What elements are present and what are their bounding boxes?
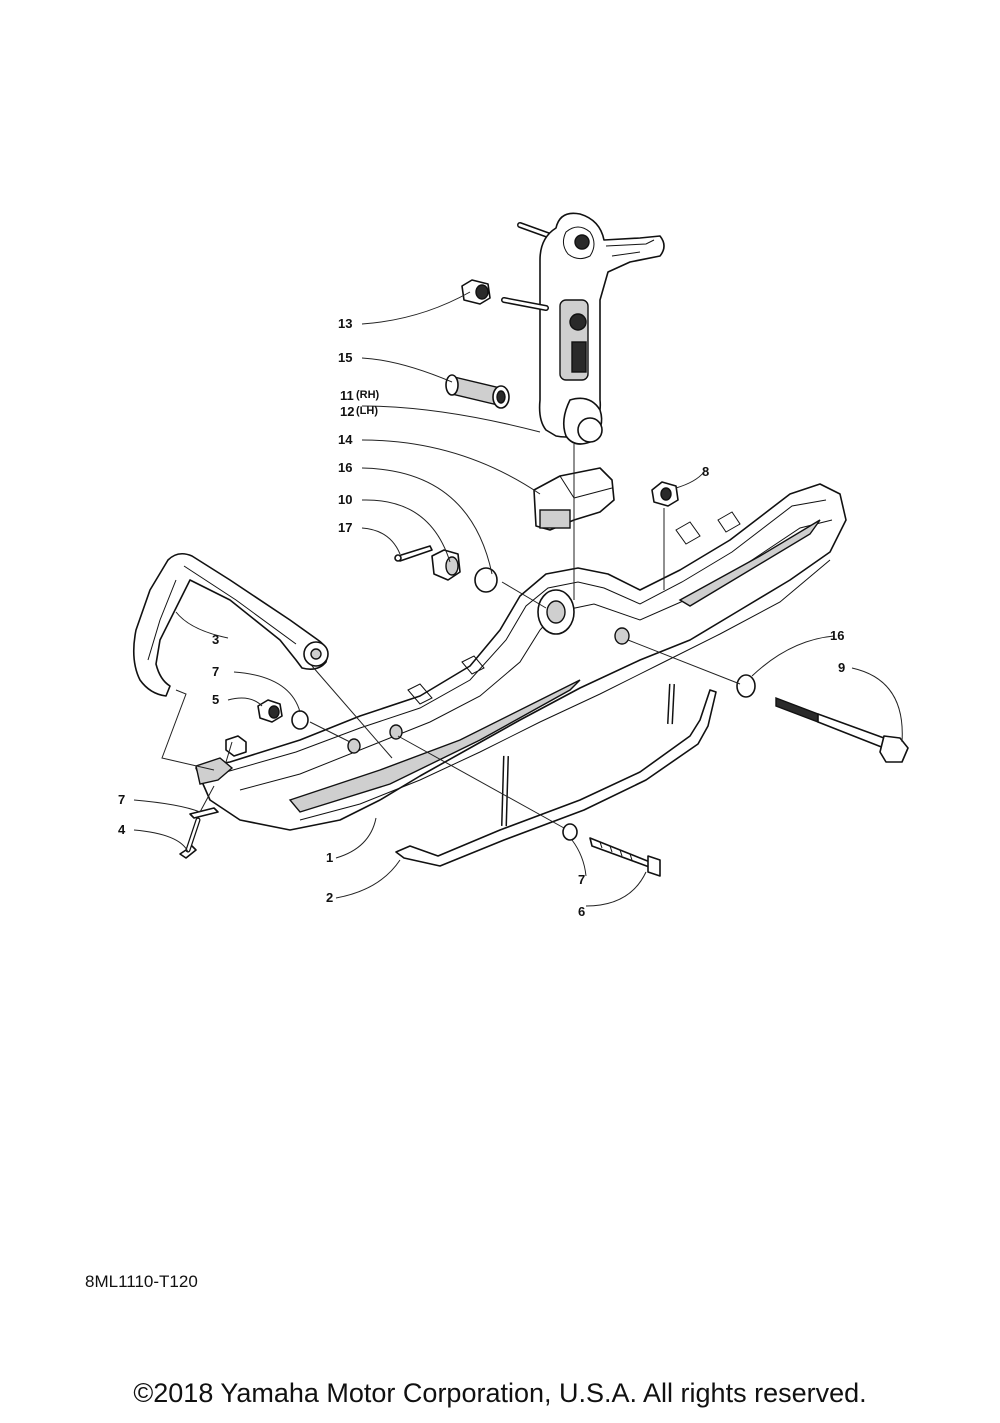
washer-16-top (474, 567, 498, 593)
bolt-6 (562, 823, 661, 877)
leader-lines (133, 291, 903, 907)
callout-13: 13 (338, 316, 352, 331)
callouts: 13 15 11 (RH) 12 (LH) 14 16 10 17 8 3 7 … (118, 316, 845, 919)
cap-10 (431, 549, 461, 581)
callout-15: 15 (338, 350, 352, 365)
callout-12-side: (LH) (356, 405, 378, 417)
ski-handle (132, 552, 329, 697)
callout-10: 10 (338, 492, 352, 507)
callout-12: 12 (340, 404, 354, 419)
wear-bar (395, 683, 717, 867)
callout-7-left: 7 (118, 792, 125, 807)
front-bracket (195, 757, 234, 785)
spindle (501, 212, 665, 445)
callout-8: 8 (702, 464, 709, 479)
callout-11: 11 (340, 388, 354, 403)
callout-11-side: (RH) (356, 389, 380, 401)
callout-1: 1 (326, 850, 333, 865)
copyright-notice: ©2018 Yamaha Motor Corporation, U.S.A. A… (133, 1378, 867, 1408)
bolt-9 (736, 674, 909, 763)
bolt-4 (179, 817, 201, 859)
nut-8 (651, 481, 679, 507)
cotter-pin-17 (394, 545, 433, 562)
callout-16-top: 16 (338, 460, 352, 475)
nut-5 (257, 699, 283, 723)
nut-13 (461, 279, 491, 305)
washer-7-top (291, 710, 309, 730)
flange-nut (225, 735, 247, 757)
callout-17: 17 (338, 520, 352, 535)
callout-7-top: 7 (212, 664, 219, 679)
callout-14: 14 (338, 432, 353, 447)
ski (195, 483, 847, 831)
callout-9: 9 (838, 660, 845, 675)
callout-2: 2 (326, 890, 333, 905)
diagram-reference-code: 8ML1110-T120 (85, 1272, 198, 1291)
callout-16-right: 16 (830, 628, 844, 643)
callout-3: 3 (212, 632, 219, 647)
callout-4: 4 (118, 822, 126, 837)
callout-7-bottom: 7 (578, 872, 585, 887)
callout-6: 6 (578, 904, 585, 919)
callout-5: 5 (212, 692, 219, 707)
bushing-15 (445, 374, 510, 409)
washer-7-left (189, 807, 219, 819)
